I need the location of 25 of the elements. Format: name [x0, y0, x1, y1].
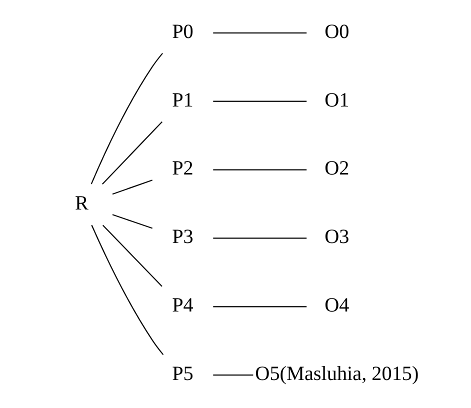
connector: [212, 169, 306, 170]
node-text: P4: [172, 294, 193, 317]
node-text: O4: [324, 294, 349, 317]
node-text: O5(Masluhia, 2015): [254, 362, 418, 385]
node-text: O2: [324, 158, 349, 180]
connector: [212, 238, 306, 239]
node-text: O1: [324, 89, 349, 112]
connector: [112, 180, 152, 195]
node-text: P2: [172, 158, 193, 180]
connector: [212, 100, 306, 102]
connector: [90, 224, 164, 356]
connector: [90, 52, 162, 184]
connector: [112, 214, 152, 229]
node-text: O0: [324, 20, 349, 43]
node-text: P5: [172, 362, 193, 385]
connector: [212, 374, 253, 376]
connector: [102, 121, 162, 185]
node-text: P3: [172, 226, 193, 248]
connector: [212, 32, 306, 34]
node-text: O3: [324, 226, 349, 248]
node-text: P0: [172, 20, 193, 43]
node-text: R: [74, 192, 88, 214]
connector: [212, 306, 306, 308]
connector: [102, 224, 162, 287]
node-text: P1: [172, 89, 193, 112]
